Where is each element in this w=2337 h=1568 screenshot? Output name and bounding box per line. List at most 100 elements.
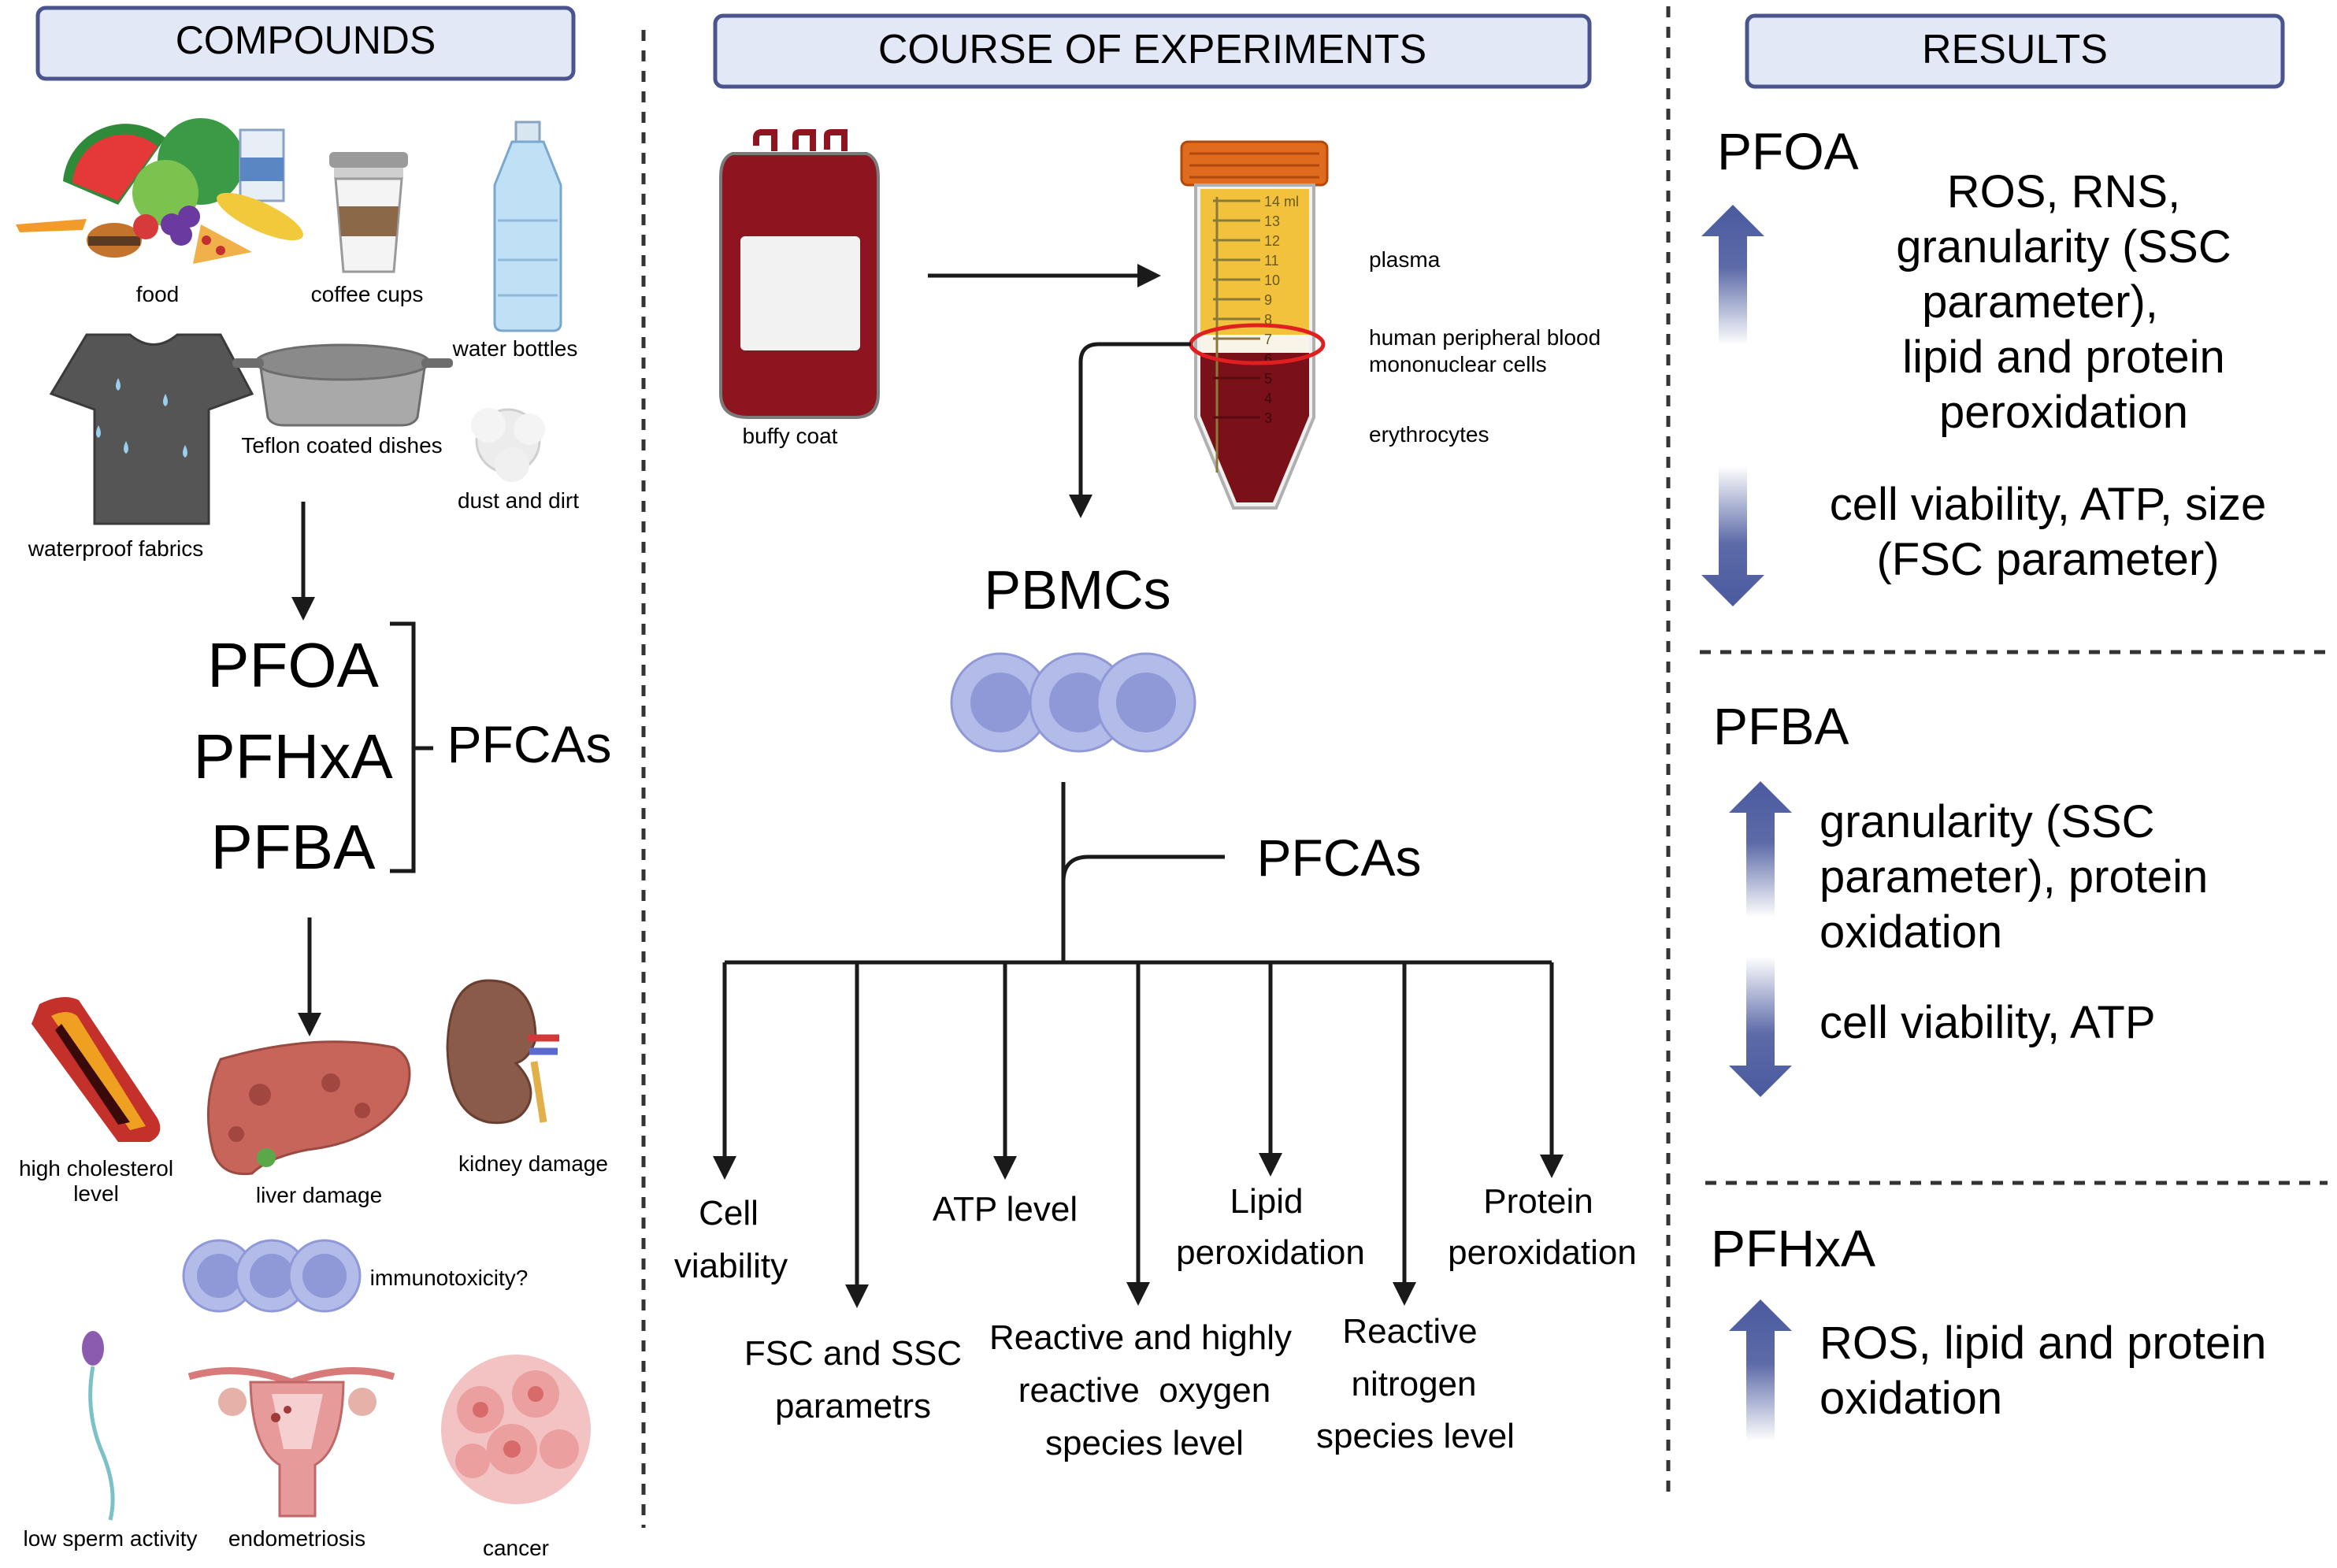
coffee-cup-icon bbox=[329, 152, 408, 273]
assay-tree bbox=[713, 782, 1564, 1308]
tshirt-icon bbox=[49, 333, 254, 525]
header-results: RESULTS bbox=[1745, 13, 2285, 89]
plasma-label: plasma bbox=[1369, 247, 1441, 272]
cancer-label: cancer bbox=[483, 1536, 549, 1560]
food-label: food bbox=[136, 282, 180, 306]
compounds-bracket bbox=[390, 621, 433, 873]
liver-label: liver damage bbox=[256, 1183, 382, 1207]
result-pfoa-up-arrow-icon bbox=[1701, 205, 1764, 345]
uterus-icon bbox=[187, 1366, 395, 1518]
water-bottle-icon bbox=[493, 120, 562, 332]
assay-cell-viability-1: Cell bbox=[699, 1194, 759, 1233]
result-pfoa-up-3: parameter), bbox=[1922, 276, 2158, 328]
tube-mark-7: 7 bbox=[1264, 332, 1272, 347]
assay-atp: ATP level bbox=[933, 1190, 1078, 1229]
result-pfoa-up-4: lipid and protein bbox=[1902, 332, 2225, 383]
endometriosis-label: endometriosis bbox=[228, 1526, 365, 1551]
teflon-pot-icon bbox=[232, 343, 453, 427]
artery-icon bbox=[32, 997, 161, 1142]
coffee-cups-label: coffee cups bbox=[311, 282, 424, 306]
tube-mark-5: 5 bbox=[1264, 371, 1272, 387]
result-pfoa-name: PFOA bbox=[1717, 122, 1859, 180]
assay-rns-1: Reactive bbox=[1342, 1312, 1477, 1351]
header-compounds-text: COMPOUNDS bbox=[176, 18, 436, 62]
sperm-icon bbox=[82, 1331, 115, 1521]
header-course: COURSE OF EXPERIMENTS bbox=[713, 13, 1592, 89]
assay-protein-1: Protein bbox=[1483, 1182, 1593, 1221]
assay-rns-2: nitrogen bbox=[1351, 1365, 1476, 1403]
waterproof-fabrics-label: waterproof fabrics bbox=[28, 536, 204, 561]
header-results-text: RESULTS bbox=[1922, 27, 2108, 72]
result-pfba-name: PFBA bbox=[1713, 697, 1849, 755]
buffy-coat-label: buffy coat bbox=[743, 424, 838, 448]
dust-label: dust and dirt bbox=[458, 488, 579, 513]
food-icon bbox=[16, 118, 303, 264]
immune-cells-icon bbox=[182, 1239, 362, 1313]
tube-mark-10: 10 bbox=[1264, 272, 1280, 288]
header-compounds: COMPOUNDS bbox=[35, 6, 576, 81]
result-pfoa-up-1: ROS, RNS, bbox=[1947, 166, 2181, 217]
result-pfhxa-up-1: ROS, lipid and protein bbox=[1820, 1318, 2266, 1369]
tube-mark-6: 6 bbox=[1264, 351, 1272, 367]
pfcas-treatment-label: PFCAs bbox=[1256, 828, 1421, 887]
assay-ros-1: Reactive and highly bbox=[989, 1318, 1292, 1357]
assay-lipid-1: Lipid bbox=[1230, 1182, 1304, 1221]
tube-mark-3: 3 bbox=[1264, 410, 1272, 426]
cholesterol-label-1: high cholesterol bbox=[19, 1156, 173, 1181]
result-pfhxa-up-arrow-icon bbox=[1729, 1299, 1792, 1441]
result-pfba-up-2: parameter), protein bbox=[1820, 851, 2208, 903]
result-pfoa-down-arrow-icon bbox=[1701, 466, 1764, 606]
compounds-group-label: PFCAs bbox=[447, 715, 611, 773]
cancer-icon bbox=[441, 1355, 591, 1504]
assay-rns-3: species level bbox=[1316, 1417, 1515, 1455]
result-pfhxa-name: PFHxA bbox=[1711, 1219, 1875, 1277]
assay-lipid-2: peroxidation bbox=[1176, 1233, 1365, 1272]
compound-pfhxa: PFHxA bbox=[193, 721, 393, 791]
immunotoxicity-label: immunotoxicity? bbox=[370, 1266, 529, 1290]
result-pfoa-down-1: cell viability, ATP, size bbox=[1830, 479, 2266, 530]
tube-mark-9: 9 bbox=[1264, 292, 1272, 308]
pbmc-cells-icon bbox=[950, 652, 1196, 753]
kidney-label: kidney damage bbox=[458, 1151, 608, 1176]
water-bottles-label: water bottles bbox=[452, 336, 578, 361]
assay-ros-2: reactive oxygen bbox=[1018, 1371, 1271, 1410]
teflon-label: Teflon coated dishes bbox=[241, 433, 442, 458]
pbmcs-label: PBMCs bbox=[984, 559, 1170, 621]
tube-mark-12: 12 bbox=[1264, 233, 1280, 249]
compound-pfba: PFBA bbox=[211, 812, 377, 882]
tube-mark-14: 14 ml bbox=[1264, 194, 1299, 209]
result-pfoa-down-2: (FSC parameter) bbox=[1876, 534, 2219, 585]
cholesterol-label-2: level bbox=[73, 1181, 119, 1206]
assay-fsc-ssc-2: parametrs bbox=[775, 1387, 931, 1425]
result-pfba-up-arrow-icon bbox=[1729, 781, 1792, 917]
pbmc-layer-label-1: human peripheral blood bbox=[1369, 325, 1601, 350]
erythrocytes-label: erythrocytes bbox=[1369, 422, 1489, 447]
centrifuge-tube-icon: 14 ml 13 12 11 10 9 8 7 6 5 4 3 bbox=[1180, 140, 1329, 510]
tube-mark-11: 11 bbox=[1264, 253, 1279, 269]
compound-pfoa: PFOA bbox=[207, 630, 379, 700]
blood-bag-icon bbox=[719, 129, 880, 419]
dust-icon bbox=[471, 408, 545, 482]
tube-mark-13: 13 bbox=[1264, 213, 1280, 229]
assay-ros-3: species level bbox=[1045, 1424, 1244, 1462]
header-course-text: COURSE OF EXPERIMENTS bbox=[878, 27, 1426, 72]
tube-mark-4: 4 bbox=[1264, 391, 1272, 406]
kidney-icon bbox=[446, 979, 559, 1125]
assay-protein-2: peroxidation bbox=[1448, 1233, 1637, 1272]
liver-icon bbox=[206, 1040, 411, 1176]
sperm-label: low sperm activity bbox=[24, 1526, 198, 1551]
result-pfba-down-arrow-icon bbox=[1729, 957, 1792, 1097]
result-pfhxa-up-2: oxidation bbox=[1820, 1373, 2002, 1424]
assay-cell-viability-2: viability bbox=[674, 1247, 788, 1285]
result-pfba-up-1: granularity (SSC bbox=[1820, 796, 2154, 847]
arrow-tube-to-pbmcs bbox=[1069, 342, 1191, 518]
result-pfoa-up-2: granularity (SSC bbox=[1896, 221, 2231, 272]
assay-fsc-ssc-1: FSC and SSC bbox=[744, 1334, 962, 1373]
pbmc-layer-label-2: mononuclear cells bbox=[1369, 352, 1547, 376]
tube-mark-8: 8 bbox=[1264, 312, 1272, 328]
result-pfba-up-3: oxidation bbox=[1820, 906, 2002, 958]
result-pfoa-up-5: peroxidation bbox=[1939, 387, 2188, 438]
result-pfba-down-1: cell viability, ATP bbox=[1820, 997, 2156, 1048]
